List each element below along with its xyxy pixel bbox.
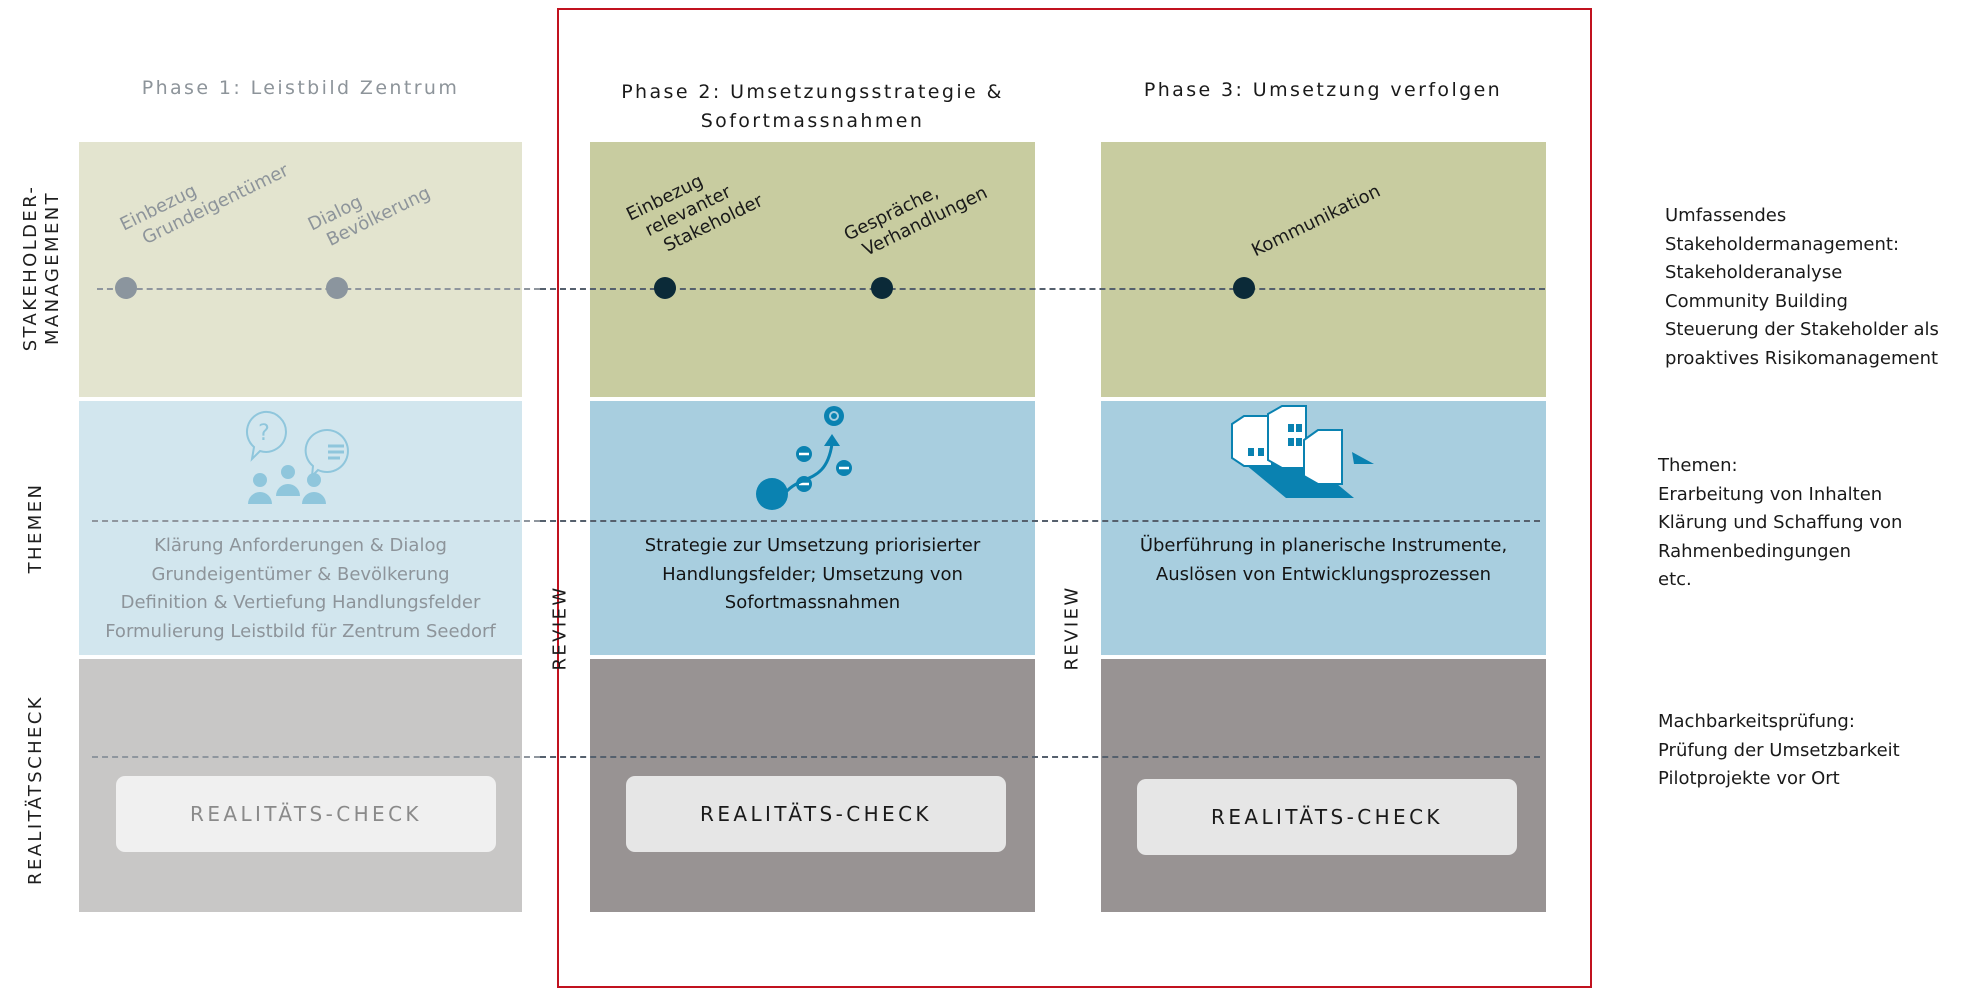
- cell-phase1-stakeholder: [79, 142, 522, 397]
- milestone-dot: [654, 277, 676, 299]
- dialogue-people-icon: ?: [245, 410, 349, 504]
- timeline-stakeholder: [540, 288, 1545, 290]
- timeline-realitaet-phase1: [92, 756, 540, 758]
- reality-check-button-phase2: REALITÄTS-CHECK: [626, 776, 1006, 852]
- themen-text-phase3: Überführung in planerische Instrumente, …: [1139, 535, 1508, 585]
- review-label-1: REVIEW: [549, 585, 571, 671]
- cell-phase3-stakeholder: [1101, 142, 1546, 397]
- cell-phase2-stakeholder: [590, 142, 1035, 397]
- reality-check-button-phase3: REALITÄTS-CHECK: [1137, 779, 1517, 855]
- milestone-dot: [871, 277, 893, 299]
- phase-2-title: Phase 2: Umsetzungsstrategie & Sofortmas…: [621, 81, 1004, 132]
- timeline-themen-phase1: [92, 520, 540, 522]
- review-label-2: REVIEW: [1061, 585, 1083, 671]
- milestone-dot: [1233, 277, 1255, 299]
- phase-3-title: Phase 3: Umsetzung verfolgen: [1143, 79, 1503, 101]
- cell-phase2-themen: [590, 401, 1035, 655]
- phase-1-title: Phase 1: Leistbild Zentrum: [141, 77, 460, 99]
- cell-phase1-themen: [79, 401, 522, 655]
- note-realitaet: Machbarkeitsprüfung: Prüfung der Umsetzb…: [1658, 711, 1900, 789]
- timeline-stakeholder-phase1: [97, 288, 540, 290]
- note-stakeholder: Umfassendes Stakeholdermanagement: Stake…: [1665, 205, 1939, 369]
- row-label-stakeholder: STAKEHOLDER- MANAGEMENT: [20, 184, 63, 352]
- themen-text-phase2: Strategie zur Umsetzung priorisierter Ha…: [644, 535, 981, 613]
- milestone-dot: [115, 277, 137, 299]
- buildings-icon: [1231, 405, 1374, 498]
- row-label-realitaetscheck: REALITÄTSCHECK: [25, 695, 46, 885]
- timeline-themen: [540, 520, 1540, 522]
- themen-text-phase1: Klärung Anforderungen & Dialog Grundeige…: [105, 535, 496, 642]
- note-themen: Themen: Erarbeitung von Inhalten Klärung…: [1658, 455, 1903, 590]
- svg-text:?: ?: [258, 421, 270, 446]
- row-label-themen: THEMEN: [25, 482, 46, 574]
- timeline-realitaet: [540, 756, 1540, 758]
- milestone-dot: [326, 277, 348, 299]
- reality-check-button-phase1: REALITÄTS-CHECK: [116, 776, 496, 852]
- strategy-path-icon: [756, 406, 852, 510]
